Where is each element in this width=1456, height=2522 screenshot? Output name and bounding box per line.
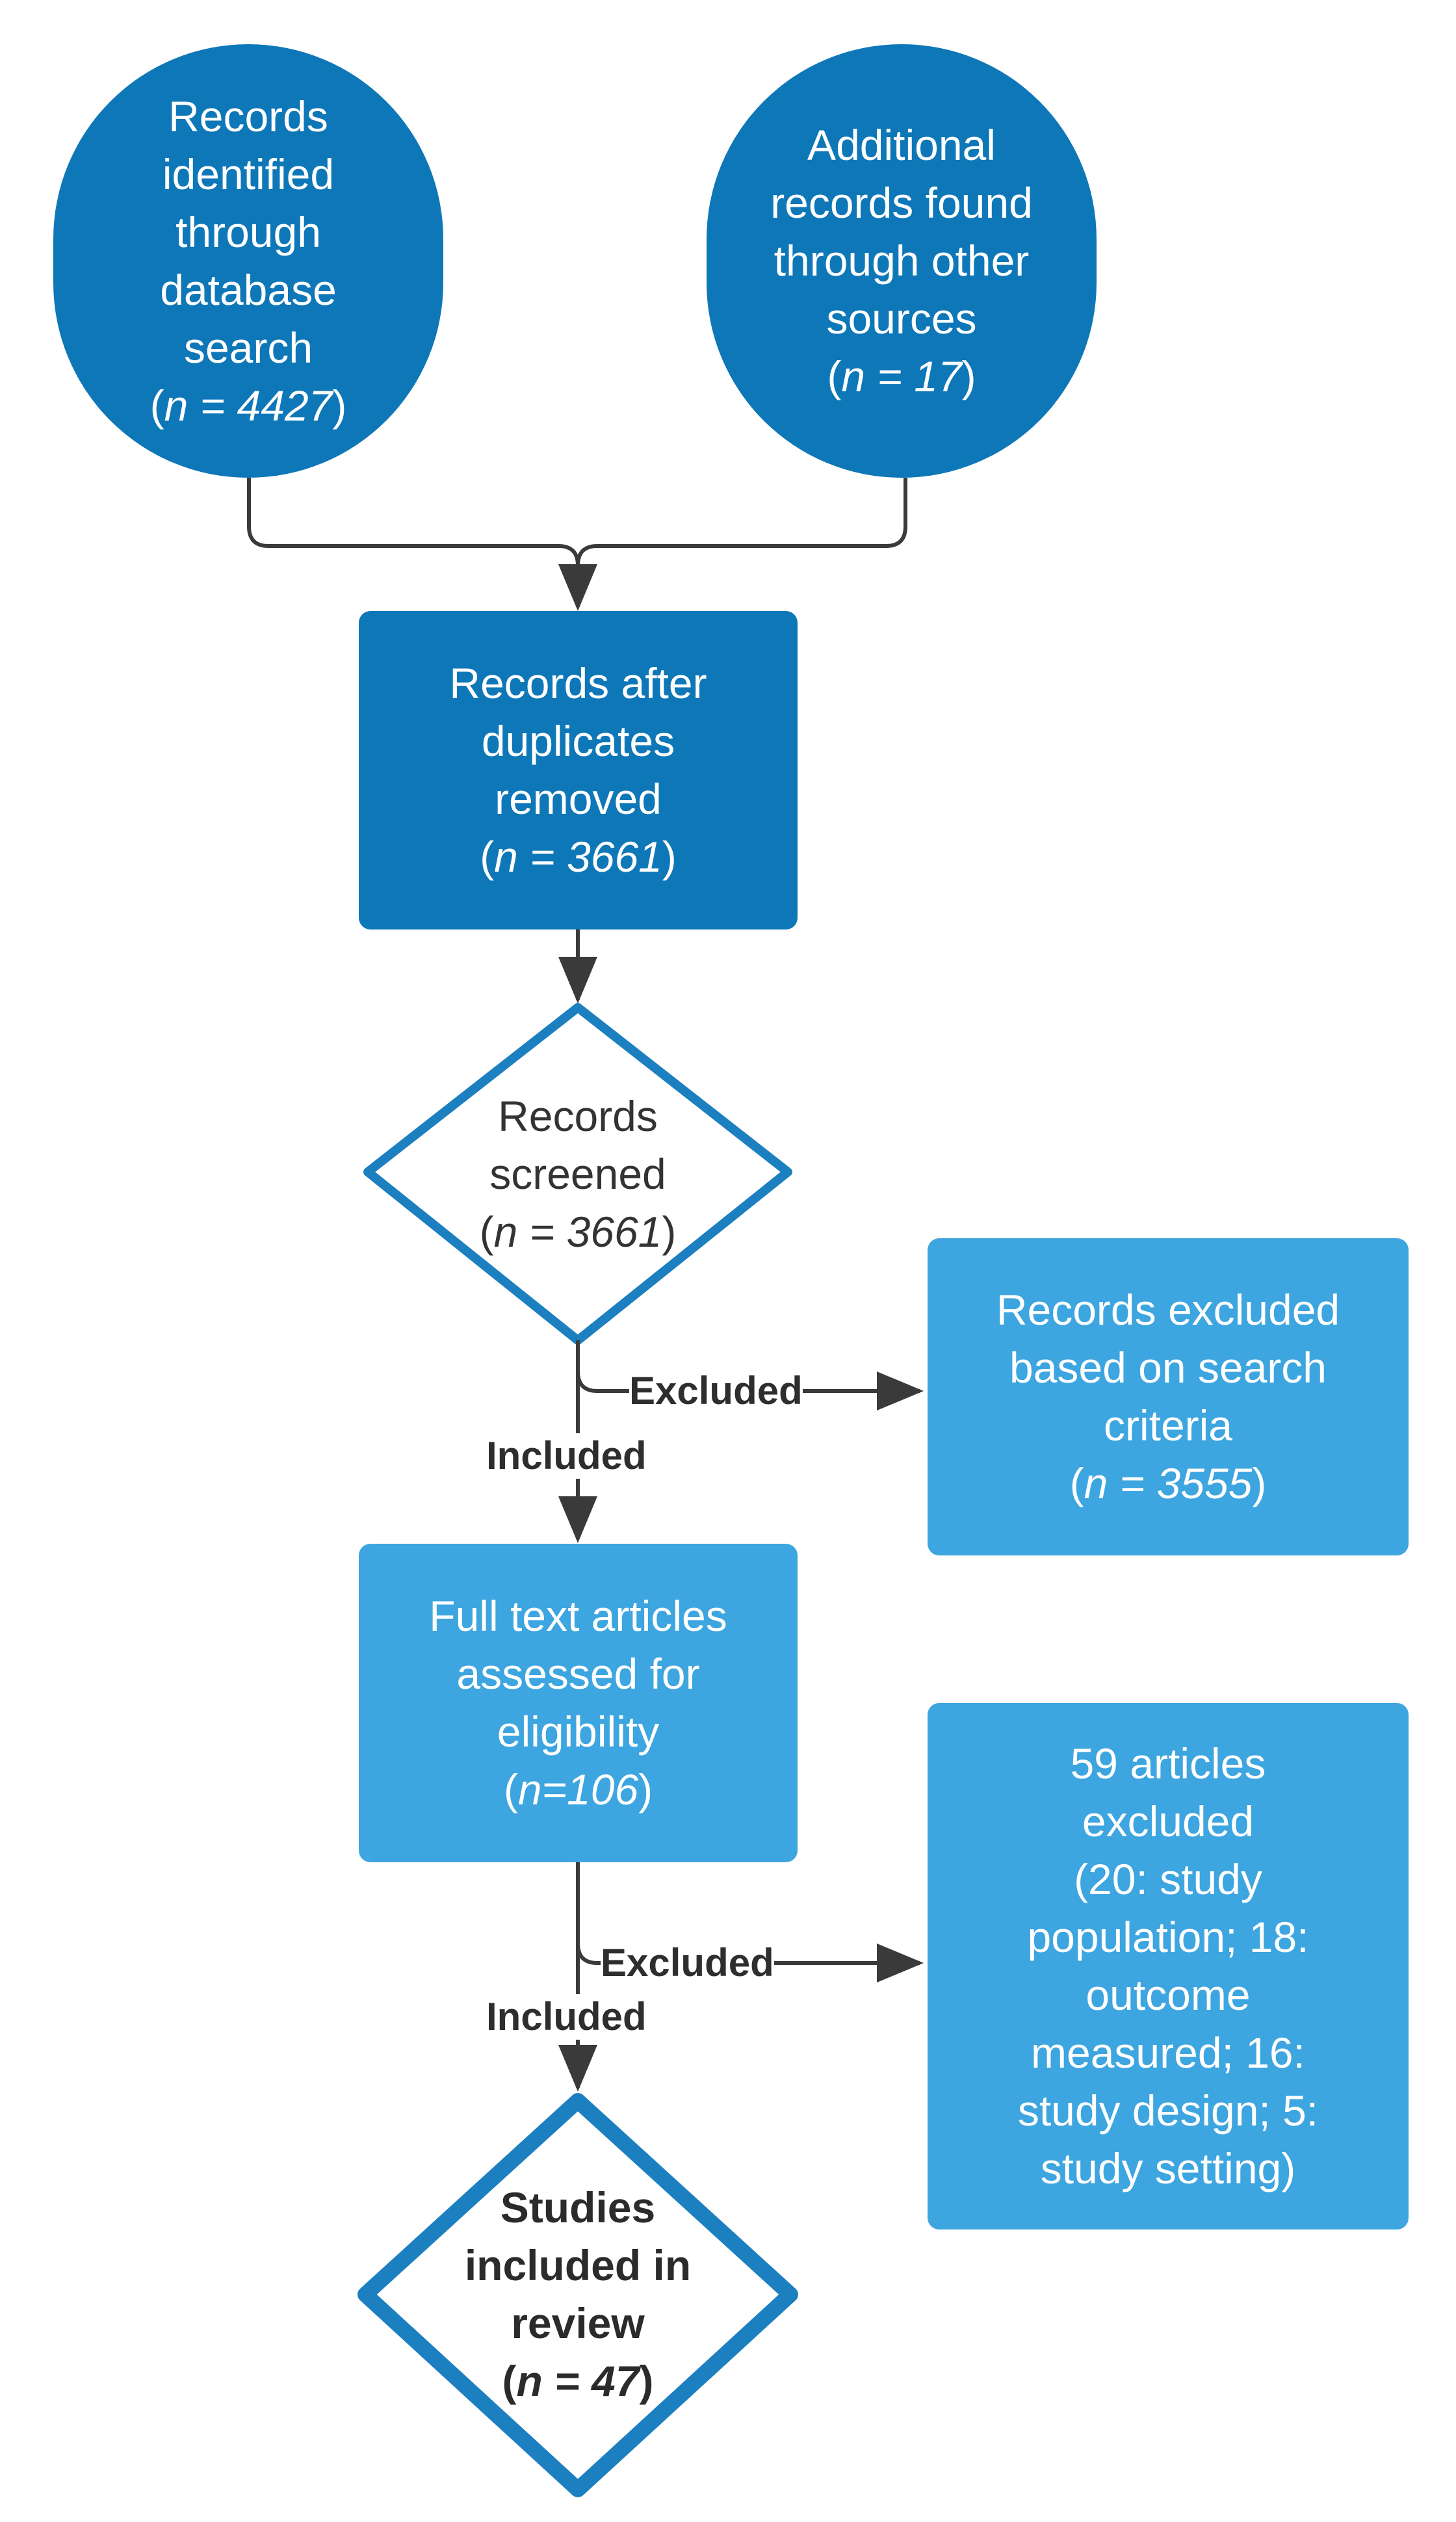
database-search-node: Records identified through database search (…	[53, 44, 443, 478]
excluded-label-2: Excluded	[601, 1940, 774, 1986]
node-text-line: 59 articles	[1070, 1739, 1266, 1788]
node-text-line: measured; 16:	[1031, 2029, 1305, 2077]
node-text-line: Full text articles	[429, 1592, 727, 1640]
articles-excluded-lines: 59 articles excluded (20: study population;…	[1018, 1735, 1318, 2198]
node-text-line: Records	[168, 92, 328, 140]
records-screened-count: (n = 3661)	[479, 1207, 677, 1256]
excluded-label-1: Excluded	[629, 1368, 803, 1414]
other-sources-shape	[707, 44, 1097, 478]
node-text-line: included in	[464, 2241, 692, 2289]
records-excluded-lines: Records excluded based on search criteria	[996, 1281, 1340, 1455]
records-screened-node: Records screened (n = 3661)	[416, 1008, 740, 1340]
node-text-line: outcome	[1086, 1971, 1251, 2019]
node-text-line: (20: study	[1074, 1855, 1262, 1903]
node-text-line: assessed for	[456, 1650, 700, 1698]
included-label-2: Included	[486, 1994, 647, 2040]
full-text-node: Full text articles assessed for eligibilit…	[359, 1544, 798, 1862]
other-sources-count: (n = 17)	[827, 352, 976, 400]
node-text-line: screened	[489, 1149, 666, 1198]
records-screened-lines: Records screened	[489, 1087, 666, 1203]
records-excluded-shape	[928, 1238, 1409, 1555]
node-text-line: Records excluded	[996, 1286, 1340, 1334]
articles-excluded-node: 59 articles excluded (20: study population;…	[928, 1703, 1409, 2230]
node-text-line: sources	[826, 294, 977, 343]
database-search-shape	[53, 44, 443, 478]
node-text-line: through	[176, 207, 321, 256]
full-text-shape	[359, 1544, 798, 1862]
node-text-line: study setting)	[1040, 2144, 1296, 2192]
full-text-lines: Full text articles assessed for eligibilit…	[429, 1587, 727, 1761]
database-search-count: (n = 4427)	[150, 381, 347, 430]
studies-included-count: (n = 47)	[502, 2357, 654, 2405]
node-text-line: Additional	[807, 121, 996, 169]
node-text-line: population; 18:	[1027, 1913, 1309, 1961]
node-text-line: records found	[770, 179, 1033, 227]
node-text-line: review	[511, 2299, 645, 2347]
studies-included-diamond	[358, 2093, 798, 2497]
database-search-lines: Records identified through database search	[160, 88, 337, 377]
duplicates-removed-count: (n = 3661)	[480, 833, 677, 881]
node-text-line: duplicates	[481, 717, 675, 765]
full-text-count: (n=106)	[503, 1765, 653, 1814]
merge-connector	[247, 478, 907, 566]
node-text-line: search	[183, 323, 313, 372]
node-text-line: through other	[774, 237, 1030, 285]
node-text-line: study design; 5:	[1017, 2086, 1319, 2135]
studies-included-node: Studies included in review (n = 47)	[416, 2112, 740, 2476]
articles-excluded-shape	[928, 1703, 1409, 2230]
node-text-line: eligibility	[497, 1708, 660, 1756]
records-excluded-count: (n = 3555)	[1069, 1459, 1267, 1507]
node-text-line: database	[160, 265, 337, 314]
node-text-line: Studies	[500, 2183, 656, 2231]
other-sources-lines: Additional records found through other sour…	[770, 116, 1033, 348]
node-text-line: based on search	[1009, 1344, 1327, 1392]
node-text-line: excluded	[1082, 1797, 1254, 1845]
included-label-1: Included	[486, 1433, 647, 1479]
other-sources-node: Additional records found through other sour…	[707, 44, 1097, 478]
duplicates-removed-shape	[359, 611, 798, 930]
node-text-line: removed	[495, 775, 662, 823]
duplicates-removed-lines: Records after duplicates removed	[449, 655, 707, 828]
studies-included-lines: Studies included in review	[465, 2179, 691, 2352]
node-text-line: identified	[162, 150, 335, 198]
duplicates-removed-node: Records after duplicates removed (n = 3661…	[359, 611, 798, 930]
node-text-line: Records	[498, 1091, 658, 1140]
node-text-line: criteria	[1103, 1401, 1233, 1450]
node-text-line: Records after	[449, 659, 707, 707]
